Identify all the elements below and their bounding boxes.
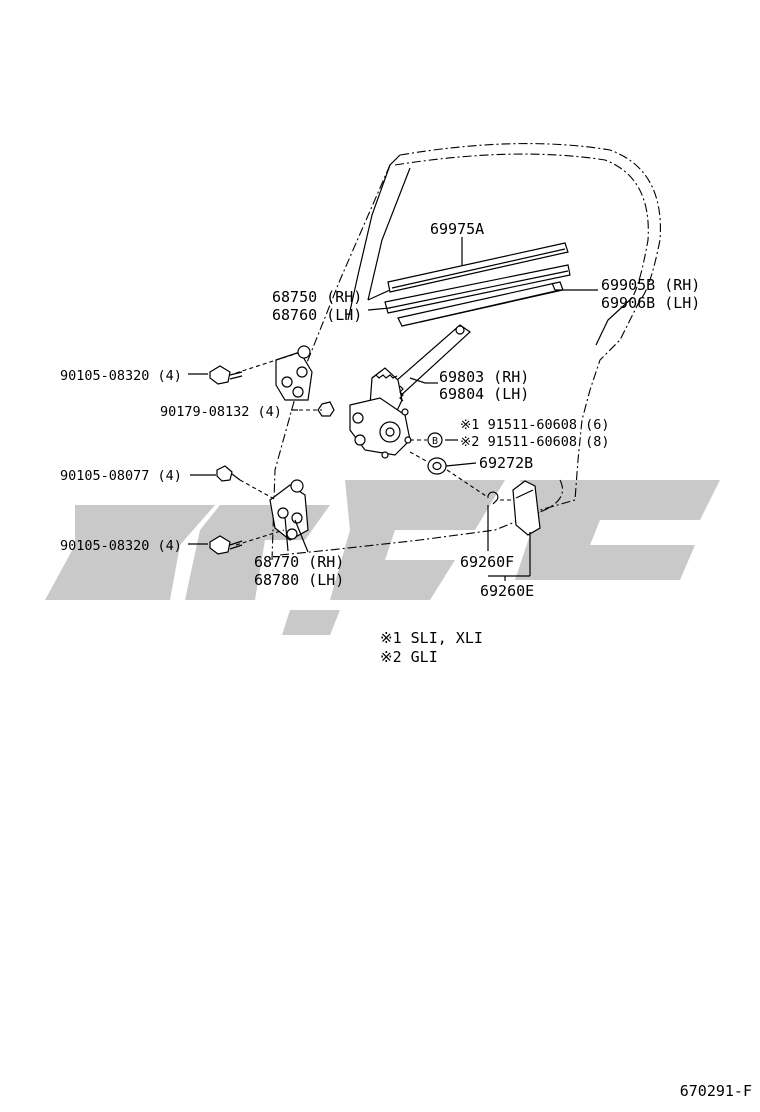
label-69905b: 69905B (RH) bbox=[601, 276, 700, 294]
marker-b: B bbox=[432, 436, 438, 447]
label-68780: 68780 (LH) bbox=[254, 571, 344, 589]
leader-lines bbox=[188, 237, 598, 581]
footnotes: ※1 SLI, XLI ※2 GLI bbox=[380, 629, 483, 666]
label-68750: 68750 (RH) bbox=[272, 288, 362, 306]
small-parts: B bbox=[427, 432, 541, 536]
hinges-and-bolts bbox=[209, 345, 335, 555]
label-69260f: 69260F bbox=[460, 553, 514, 571]
label-90105-08320-top: 90105-08320 (4) bbox=[60, 368, 182, 384]
label-69803: 69803 (RH) bbox=[439, 368, 529, 386]
label-69260e: 69260E bbox=[480, 582, 534, 600]
diagram-code: 670291-F bbox=[680, 1082, 752, 1100]
label-91511-2: ※2 91511-60608 (8) bbox=[460, 434, 609, 450]
part-labels: 69975A 68750 (RH) 68760 (LH) 69905B (RH)… bbox=[60, 220, 700, 600]
label-90179-08132: 90179-08132 (4) bbox=[160, 404, 282, 420]
label-90105-08077: 90105-08077 (4) bbox=[60, 468, 182, 484]
watermark-logo bbox=[45, 480, 720, 635]
label-68770: 68770 (RH) bbox=[254, 553, 344, 571]
label-69975a: 69975A bbox=[430, 220, 484, 238]
label-69804: 69804 (LH) bbox=[439, 385, 529, 403]
label-91511-1: ※1 91511-60608 (6) bbox=[460, 417, 609, 433]
weatherstrips bbox=[384, 242, 571, 327]
note-1: ※1 SLI, XLI bbox=[380, 629, 483, 647]
label-90105-08320-bot: 90105-08320 (4) bbox=[60, 538, 182, 554]
label-68760: 68760 (LH) bbox=[272, 306, 362, 324]
note-2: ※2 GLI bbox=[380, 648, 438, 666]
window-regulator bbox=[349, 324, 471, 459]
label-69906b: 69906B (LH) bbox=[601, 294, 700, 312]
label-69272b: 69272B bbox=[479, 454, 533, 472]
